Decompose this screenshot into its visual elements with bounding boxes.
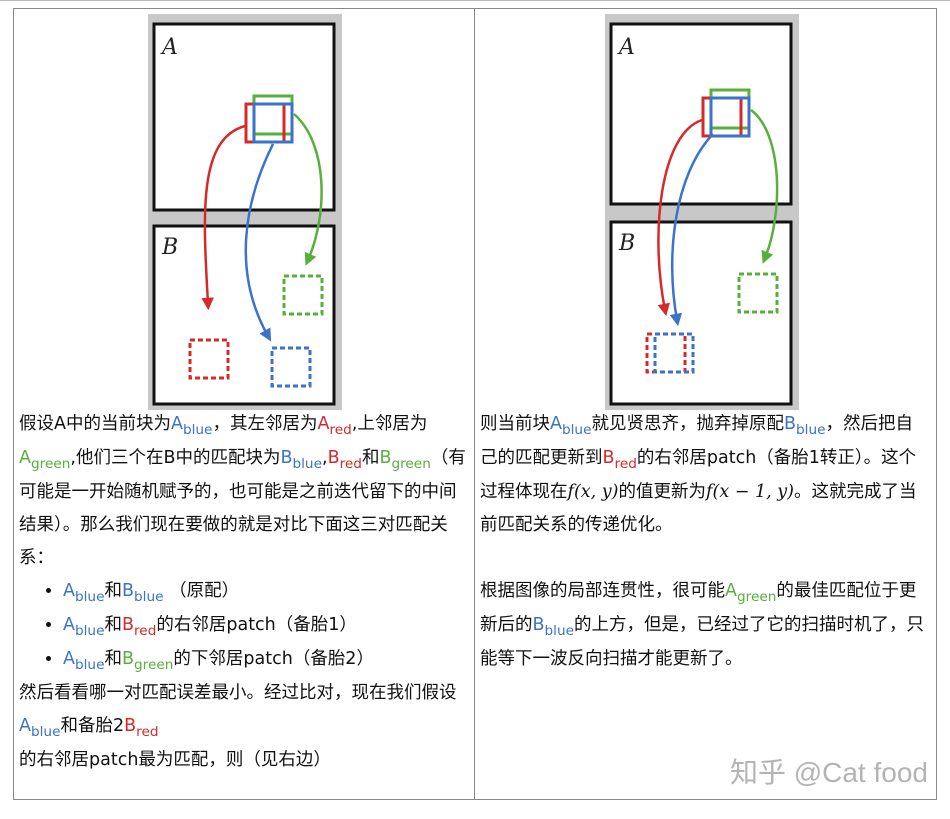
green-arrow (750, 109, 779, 264)
a-blue-patch (709, 96, 751, 138)
list-item: Ablue和Bblue （原配） (63, 575, 467, 609)
right-para-2: 根据图像的局部连贯性，很可能Agreen的最佳匹配位于更新后的Bblue的上方，… (480, 581, 925, 669)
left-para-2: 然后看看哪一对匹配误差最小。经过比对，现在我们假设Ablue和备胎2Bred的右… (19, 683, 457, 770)
right-cell: A B 则当前块Ablue就见贤思齐，抛弃掉原配Bblue，然后把自己的匹配更新… (475, 8, 937, 800)
label-b: B (618, 231, 635, 256)
b-green-patch (282, 274, 324, 316)
image-a-frame (609, 22, 793, 206)
red-arrow (201, 124, 246, 311)
left-text: 假设A中的当前块为Ablue，其左邻居为Ared,上邻居为Agreen,他们三个… (19, 408, 467, 777)
a-blue-patch (252, 102, 294, 144)
left-cell: A B 假设A中的当前块为Ablue，其左邻居为Ared,上邻居为Agreen,… (14, 8, 474, 800)
green-arrow (293, 113, 323, 266)
math-f-xy: f(x, y) (567, 482, 619, 502)
watermark: 知乎 @Cat food (729, 757, 928, 788)
blue-arrow (244, 143, 275, 342)
label-b: B (161, 235, 178, 260)
spacer (480, 542, 928, 575)
left-figure: A B (148, 14, 342, 410)
right-text: 则当前块Ablue就见贤思齐，抛弃掉原配Bblue，然后把自己的匹配更新到Bre… (480, 408, 928, 676)
right-para-1: 则当前块Ablue就见贤思齐，抛弃掉原配Bblue，然后把自己的匹配更新到Bre… (480, 414, 917, 535)
blue-arrow (669, 133, 714, 327)
list-item: Ablue和Bred的右邻居patch（备胎1） (63, 609, 467, 643)
b-blue-patch (270, 346, 312, 388)
comparison-table (13, 8, 937, 800)
b-green-patch (737, 272, 779, 314)
red-arrow (657, 118, 703, 317)
image-b-frame (152, 224, 336, 406)
label-a: A (160, 35, 178, 60)
right-figure: A B (605, 14, 799, 410)
left-para-1: 假设A中的当前块为Ablue，其左邻居为Ared,上邻居为Agreen,他们三个… (19, 414, 466, 568)
math-f-x-minus-1-y: f(x − 1, y) (706, 482, 794, 502)
top-rule (0, 0, 950, 7)
label-a: A (617, 35, 635, 60)
list-item: Ablue和Bgreen的下邻居patch（备胎2） (63, 643, 467, 677)
b-blue-patch (653, 332, 695, 374)
column-divider (474, 8, 475, 800)
image-a-frame (152, 22, 336, 212)
b-red-patch (188, 338, 230, 380)
match-pair-list: Ablue和Bblue （原配） Ablue和Bred的右邻居patch（备胎1… (19, 575, 467, 677)
